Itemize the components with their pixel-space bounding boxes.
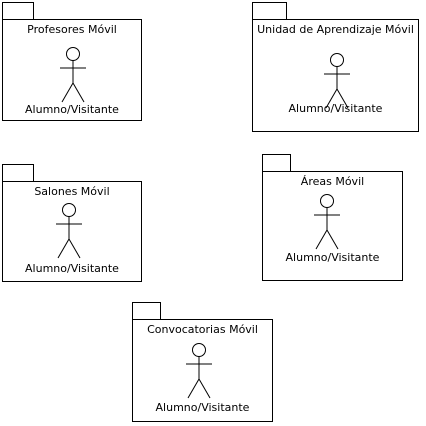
package-profesores-movil: Profesores Móvil Alumno/Visitante bbox=[2, 2, 142, 122]
package-body: Áreas Móvil Alumno/Visitante bbox=[262, 171, 403, 281]
actor-label: Alumno/Visitante bbox=[25, 103, 119, 116]
package-body: Profesores Móvil Alumno/Visitante bbox=[2, 19, 142, 121]
actor-stick-figure-icon bbox=[56, 203, 82, 259]
actor-stick-figure-icon bbox=[314, 194, 340, 250]
package-title: Unidad de Aprendizaje Móvil bbox=[257, 23, 414, 36]
actor-stick-figure-icon bbox=[60, 47, 86, 103]
actor-label: Alumno/Visitante bbox=[288, 102, 383, 115]
package-tab bbox=[252, 2, 287, 20]
package-tab bbox=[2, 2, 34, 20]
package-areas-movil: Áreas Móvil Alumno/Visitante bbox=[262, 154, 403, 281]
package-tab bbox=[262, 154, 291, 172]
package-title: Salones Móvil bbox=[34, 185, 110, 198]
actor-stick-figure-icon bbox=[186, 343, 212, 399]
actor-label: Alumno/Visitante bbox=[285, 251, 380, 264]
package-body: Salones Móvil Alumno/Visitante bbox=[2, 181, 142, 282]
package-title: Áreas Móvil bbox=[300, 175, 365, 188]
actor-label: Alumno/Visitante bbox=[155, 401, 250, 414]
package-title: Profesores Móvil bbox=[27, 23, 117, 36]
actor-stick-figure-icon bbox=[324, 53, 350, 109]
package-salones-movil: Salones Móvil Alumno/Visitante bbox=[2, 164, 142, 282]
package-unidad-de-aprendizaje-movil: Unidad de Aprendizaje Móvil Alumno/Visit… bbox=[252, 2, 419, 132]
package-tab bbox=[132, 302, 161, 320]
package-tab bbox=[2, 164, 34, 182]
package-title: Convocatorias Móvil bbox=[147, 323, 258, 336]
package-body: Unidad de Aprendizaje Móvil Alumno/Visit… bbox=[252, 19, 419, 132]
actor-label: Alumno/Visitante bbox=[25, 262, 119, 275]
package-body: Convocatorias Móvil Alumno/Visitante bbox=[132, 319, 273, 422]
package-convocatorias-movil: Convocatorias Móvil Alumno/Visitante bbox=[132, 302, 273, 422]
